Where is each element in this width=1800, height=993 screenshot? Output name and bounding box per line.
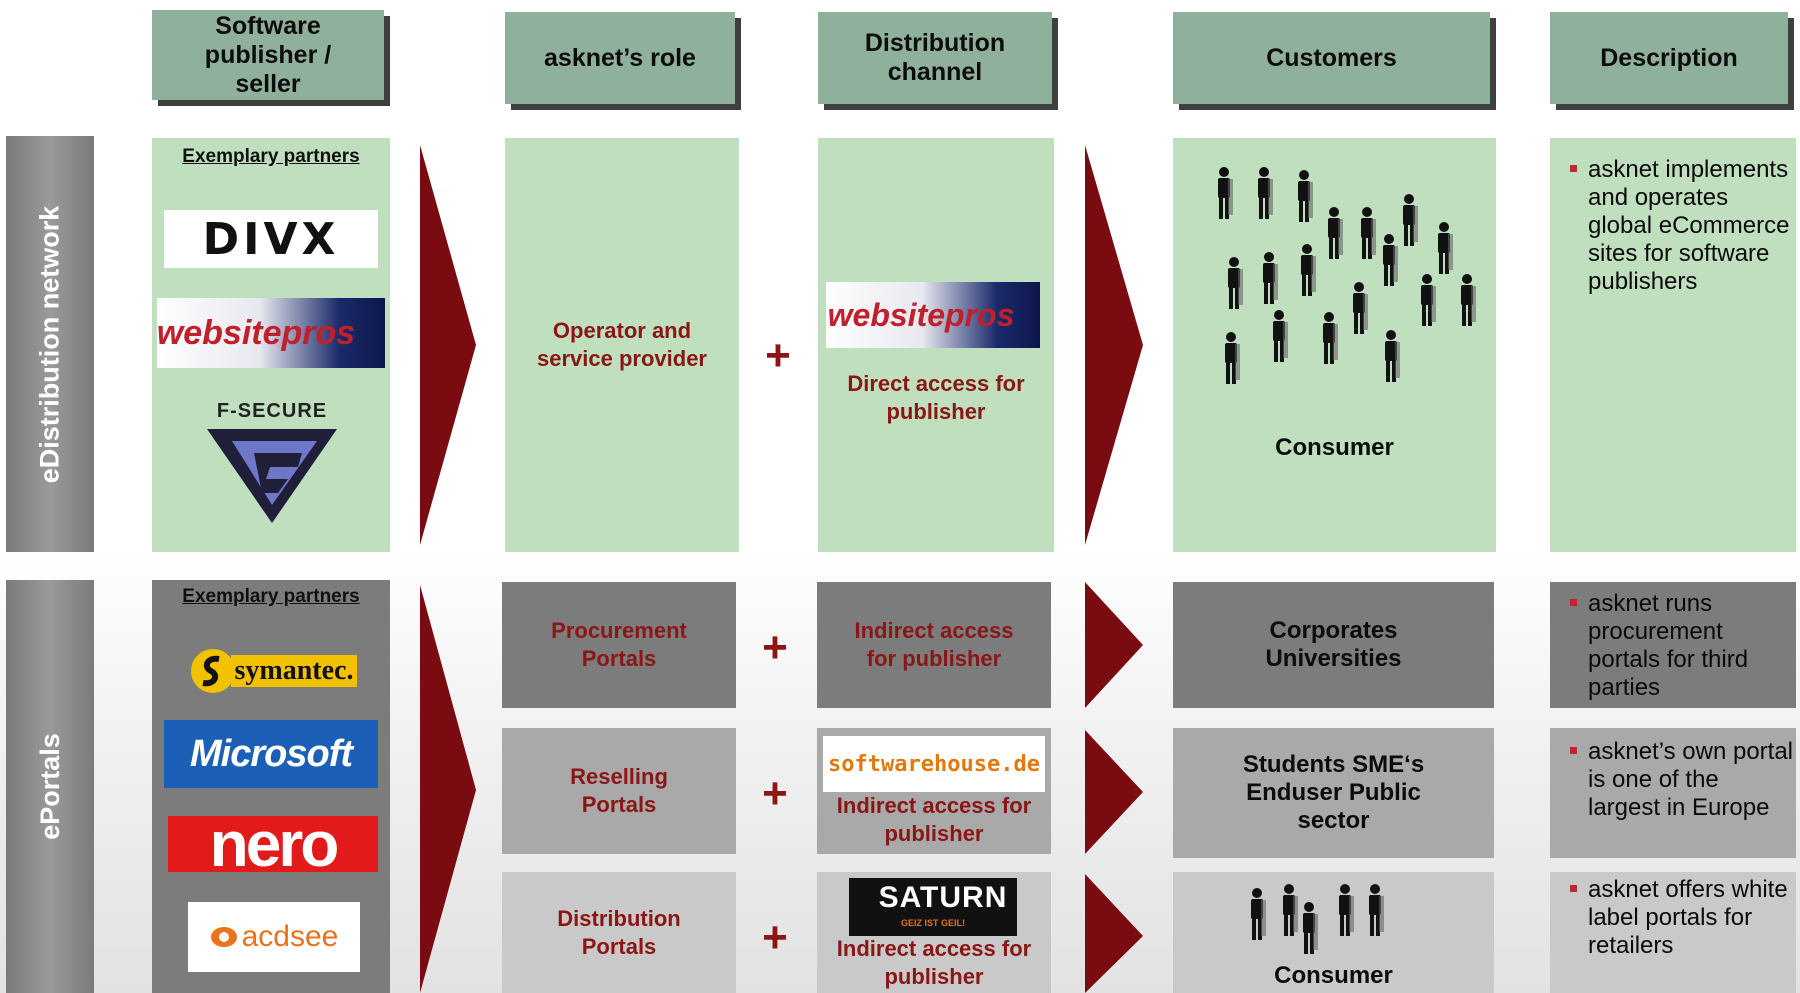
plus-sign: + (762, 913, 788, 962)
nero-logo: nero (168, 816, 378, 872)
distribution-role-panel: Distribution Portals (502, 872, 736, 993)
saturn-logo: SATURN GEIZ IST GEIL! (849, 878, 1017, 936)
header-role: asknet’s role (505, 12, 735, 104)
eportals-partners-panel: Exemplary partners symantec. Microsoft n… (152, 580, 390, 993)
edistribution-partners-panel: Exemplary partners DIVX websitepros F-SE… (152, 138, 390, 552)
section-label-edistribution: eDistribution network (6, 136, 94, 552)
plus-sign: + (762, 769, 788, 818)
procurement-role-panel: Procurement Portals (502, 582, 736, 708)
procurement-channel-panel: Indirect access for publisher (817, 582, 1051, 708)
symantec-logo: symantec. (178, 642, 368, 700)
divx-logo: DIVX (164, 210, 378, 268)
arrow-edistribution-1 (420, 145, 476, 545)
fsecure-logo: F-SECURE (192, 400, 352, 530)
partners-title: Exemplary partners (182, 146, 360, 167)
description-text: asknet implements and operates global eC… (1570, 156, 1796, 296)
distribution-channel-panel: SATURN GEIZ IST GEIL! Indirect access fo… (817, 872, 1051, 993)
arrow-eportals-3 (1085, 730, 1143, 854)
arrow-edistribution-2 (1085, 145, 1143, 545)
reselling-customers-panel: Students SME‘s Enduser Public sector (1173, 728, 1494, 858)
header-description: Description (1550, 12, 1788, 104)
procurement-description-panel: asknet runs procurement portals for thir… (1550, 582, 1796, 708)
reselling-channel-panel: softwarehouse.de Indirect access for pub… (817, 728, 1051, 854)
channel-access-label: Indirect access for publisher (836, 936, 1032, 989)
description-text: asknet runs procurement portals for thir… (1570, 590, 1796, 702)
header-publisher: Software publisher / seller (152, 10, 384, 100)
reselling-description-panel: asknet’s own portal is one of the larges… (1550, 728, 1796, 858)
consumer-crowd-icon (1218, 167, 1476, 384)
channel-access-label: Direct access for publisher (847, 371, 1025, 424)
partners-title: Exemplary partners (182, 586, 360, 607)
arrow-eportals-1 (420, 585, 476, 993)
reselling-role-panel: Reselling Portals (502, 728, 736, 854)
websitepros-channel-logo: websitepros (826, 282, 1040, 348)
microsoft-logo: Microsoft (164, 720, 378, 788)
customer-label: Consumer (1275, 434, 1394, 461)
description-text: asknet’s own portal is one of the larges… (1570, 738, 1796, 822)
distribution-description-panel: asknet offers white label portals for re… (1550, 872, 1796, 993)
symantec-globe-icon (190, 649, 235, 693)
channel-access-label: Indirect access for publisher (836, 793, 1032, 846)
edistribution-customers-panel: Consumer (1173, 138, 1496, 552)
header-channel: Distribution channel (818, 12, 1052, 104)
arrow-eportals-2 (1085, 582, 1143, 708)
plus-sign: + (762, 623, 788, 672)
edistribution-channel-panel: websitepros Direct access for publisher (818, 138, 1054, 552)
acdsee-logo: acdsee (188, 902, 360, 972)
distribution-customers-panel: Consumer (1173, 872, 1494, 993)
edistribution-description-panel: asknet implements and operates global eC… (1550, 138, 1796, 552)
websitepros-logo: websitepros (157, 298, 385, 368)
section-label-eportals: ePortals (6, 580, 94, 993)
arrow-eportals-4 (1085, 874, 1143, 993)
description-text: asknet offers white label portals for re… (1570, 876, 1796, 960)
edistribution-role-panel: Operator and service provider (505, 138, 739, 552)
consumer-group-icon (1251, 884, 1384, 954)
acdsee-eye-icon (210, 927, 237, 947)
header-customers: Customers (1173, 12, 1490, 104)
customer-label: Consumer (1274, 962, 1393, 989)
procurement-customers-panel: Corporates Universities (1173, 582, 1494, 708)
softwarehouse-logo: softwarehouse.de (823, 736, 1045, 792)
plus-sign: + (765, 331, 791, 380)
